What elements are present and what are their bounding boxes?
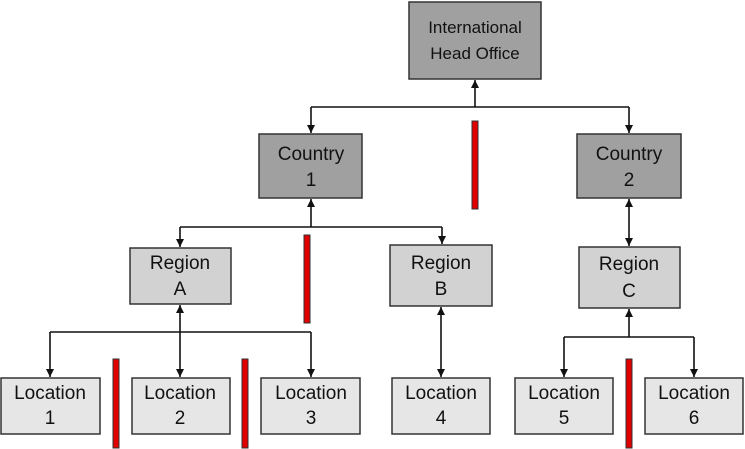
node-label: 1 [306, 170, 317, 191]
node-label: Region [150, 253, 210, 274]
node-label: 3 [306, 408, 317, 429]
node-label: Location [405, 383, 477, 404]
separator-bar [241, 358, 249, 449]
node-label: 5 [559, 408, 570, 429]
node-location-4[interactable]: Location 4 [391, 377, 491, 435]
separator-bar [303, 234, 311, 324]
node-location-3[interactable]: Location 3 [260, 377, 361, 435]
node-head-office[interactable]: International Head Office [408, 1, 542, 80]
node-label: Head Office [430, 44, 519, 63]
node-label: C [622, 281, 636, 302]
node-country-2[interactable]: Country 2 [576, 133, 682, 199]
node-label: International [428, 18, 522, 37]
separator-bar [112, 358, 120, 449]
node-label: Location [14, 383, 86, 404]
node-label: 4 [436, 408, 447, 429]
node-country-1[interactable]: Country 1 [258, 133, 363, 199]
node-region-b[interactable]: Region B [389, 244, 493, 307]
node-label: 1 [45, 408, 56, 429]
node-label: Location [658, 383, 730, 404]
node-label: 2 [175, 408, 186, 429]
node-location-2[interactable]: Location 2 [131, 377, 231, 435]
separator-bar [471, 120, 479, 210]
node-label: Country [278, 144, 345, 165]
node-label: Location [275, 383, 347, 404]
node-label: Region [411, 253, 471, 274]
node-label: Region [599, 254, 659, 275]
separators [112, 120, 633, 449]
node-label: Country [596, 144, 663, 165]
node-label: 2 [624, 170, 635, 191]
node-region-a[interactable]: Region A [129, 247, 232, 305]
connectors [46, 80, 698, 377]
node-region-c[interactable]: Region C [578, 246, 681, 309]
node-label: A [174, 279, 187, 300]
node-location-1[interactable]: Location 1 [0, 377, 101, 435]
node-label: Location [144, 383, 216, 404]
separator-bar [625, 358, 633, 449]
node-label: B [435, 279, 448, 300]
node-label: Location [528, 383, 600, 404]
node-location-6[interactable]: Location 6 [644, 377, 744, 435]
node-label: 6 [689, 408, 700, 429]
node-location-5[interactable]: Location 5 [514, 377, 614, 435]
